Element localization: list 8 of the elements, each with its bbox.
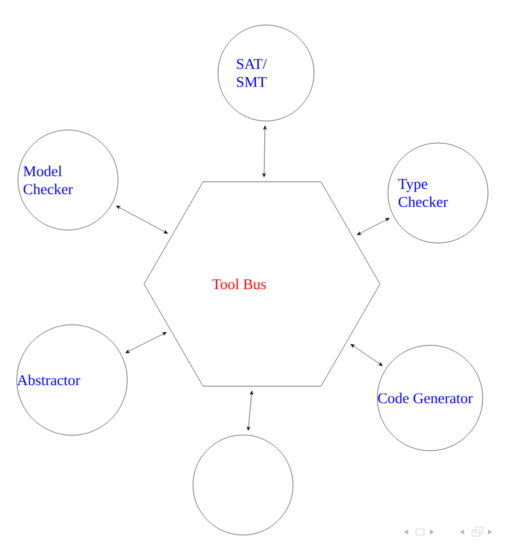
arrow: [356, 218, 390, 236]
arrow: [350, 344, 383, 366]
arrow: [262, 126, 267, 178]
arrow: [125, 332, 167, 354]
tool-circle: [192, 434, 294, 536]
hub-hexagon: Tool Bus: [144, 182, 380, 386]
arrow: [246, 390, 254, 431]
arrow: [116, 206, 168, 234]
